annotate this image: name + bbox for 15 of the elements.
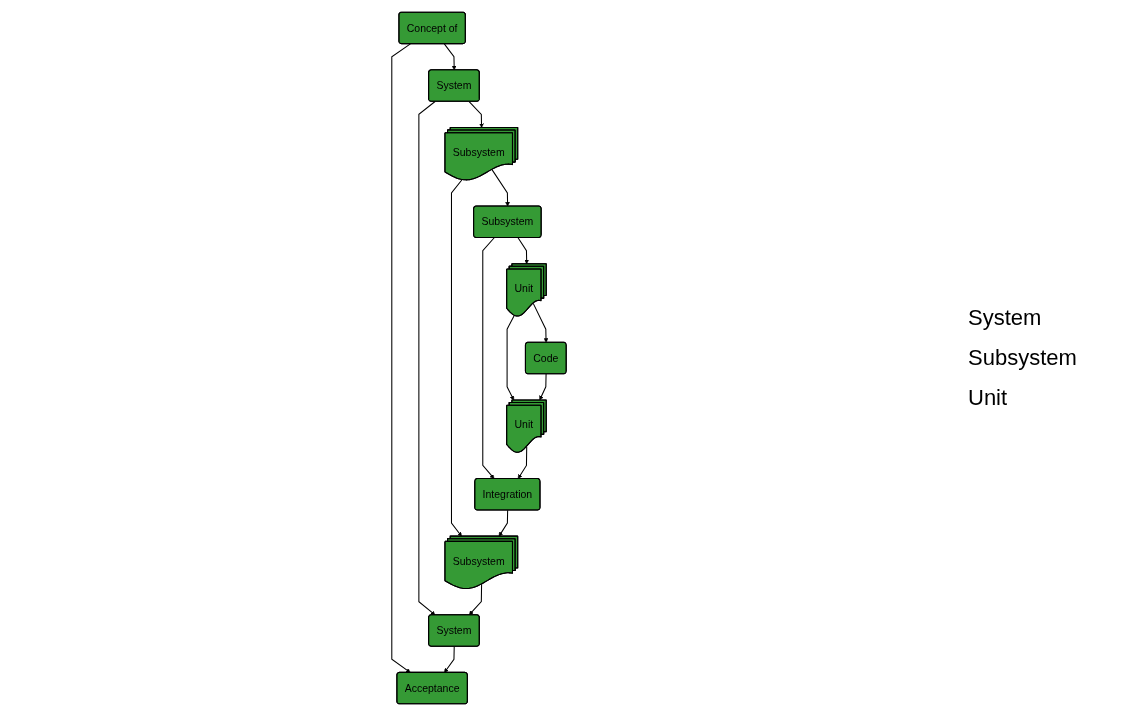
arrow	[443, 42, 457, 70]
level-label: Subsystem	[968, 344, 1078, 371]
level-label: Unit	[968, 384, 1009, 411]
arrow	[517, 445, 528, 479]
arrow	[491, 168, 510, 207]
arrow	[532, 302, 549, 343]
arrow	[539, 372, 547, 400]
arrow	[517, 236, 529, 264]
arrow	[506, 314, 515, 400]
arrow	[482, 236, 495, 479]
arrow	[468, 583, 483, 615]
arrow	[418, 100, 436, 615]
arrow	[444, 645, 455, 673]
arrow	[391, 42, 411, 673]
level-label: System	[968, 304, 1043, 331]
